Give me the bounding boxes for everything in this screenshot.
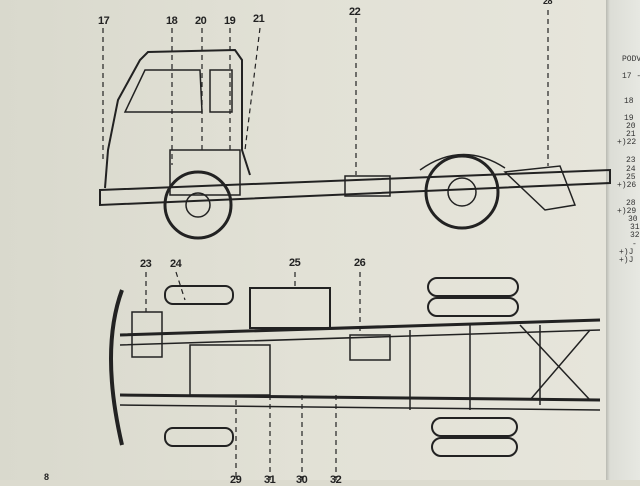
part-label-bottom: 31 (264, 474, 276, 486)
legend-row: 23 (626, 156, 636, 165)
part-label-26: 26 (354, 257, 366, 269)
legend-row: 17 - (622, 72, 640, 81)
part-label-24: 24 (170, 258, 182, 270)
part-label-bottom: 30 (296, 474, 308, 486)
part-label-28: 28 (543, 0, 553, 6)
legend-row: 28 (626, 199, 636, 208)
legend-row: 20 (626, 122, 636, 131)
legend-header: PODV (622, 55, 640, 64)
part-label-22: 22 (349, 6, 361, 18)
part-label-19: 19 (224, 15, 236, 27)
legend-row: 24 (626, 165, 636, 174)
legend-row: 18 (624, 97, 634, 106)
part-label-25: 25 (289, 257, 301, 269)
chassis-top-view (109, 277, 601, 457)
legend-row: - (632, 240, 637, 249)
part-label-18: 18 (166, 15, 178, 27)
truck-side-view (99, 48, 611, 240)
part-label-17: 17 (98, 15, 110, 27)
leader-lines (102, 10, 549, 480)
legend-row: 21 (626, 130, 636, 139)
legend-row: +)J (619, 256, 634, 265)
legend-row: 30 (628, 215, 638, 224)
legend-row: +)22 (617, 138, 637, 147)
legend-row: 25 (626, 173, 636, 182)
page-number: 8 (44, 472, 49, 482)
legend-row: 31 (630, 223, 640, 232)
legend-row: +)29 (617, 207, 637, 216)
part-label-23: 23 (140, 258, 152, 270)
facing-page (606, 0, 640, 480)
legend-row: +)26 (617, 181, 637, 190)
part-label-bottom: 29 (230, 474, 242, 486)
legend-row: +)J (619, 248, 634, 257)
legend-row: 32 (630, 231, 640, 240)
part-label-21: 21 (253, 13, 265, 25)
part-label-20: 20 (195, 15, 207, 27)
part-label-bottom: 32 (330, 474, 342, 486)
legend-row: 19 (624, 114, 634, 123)
